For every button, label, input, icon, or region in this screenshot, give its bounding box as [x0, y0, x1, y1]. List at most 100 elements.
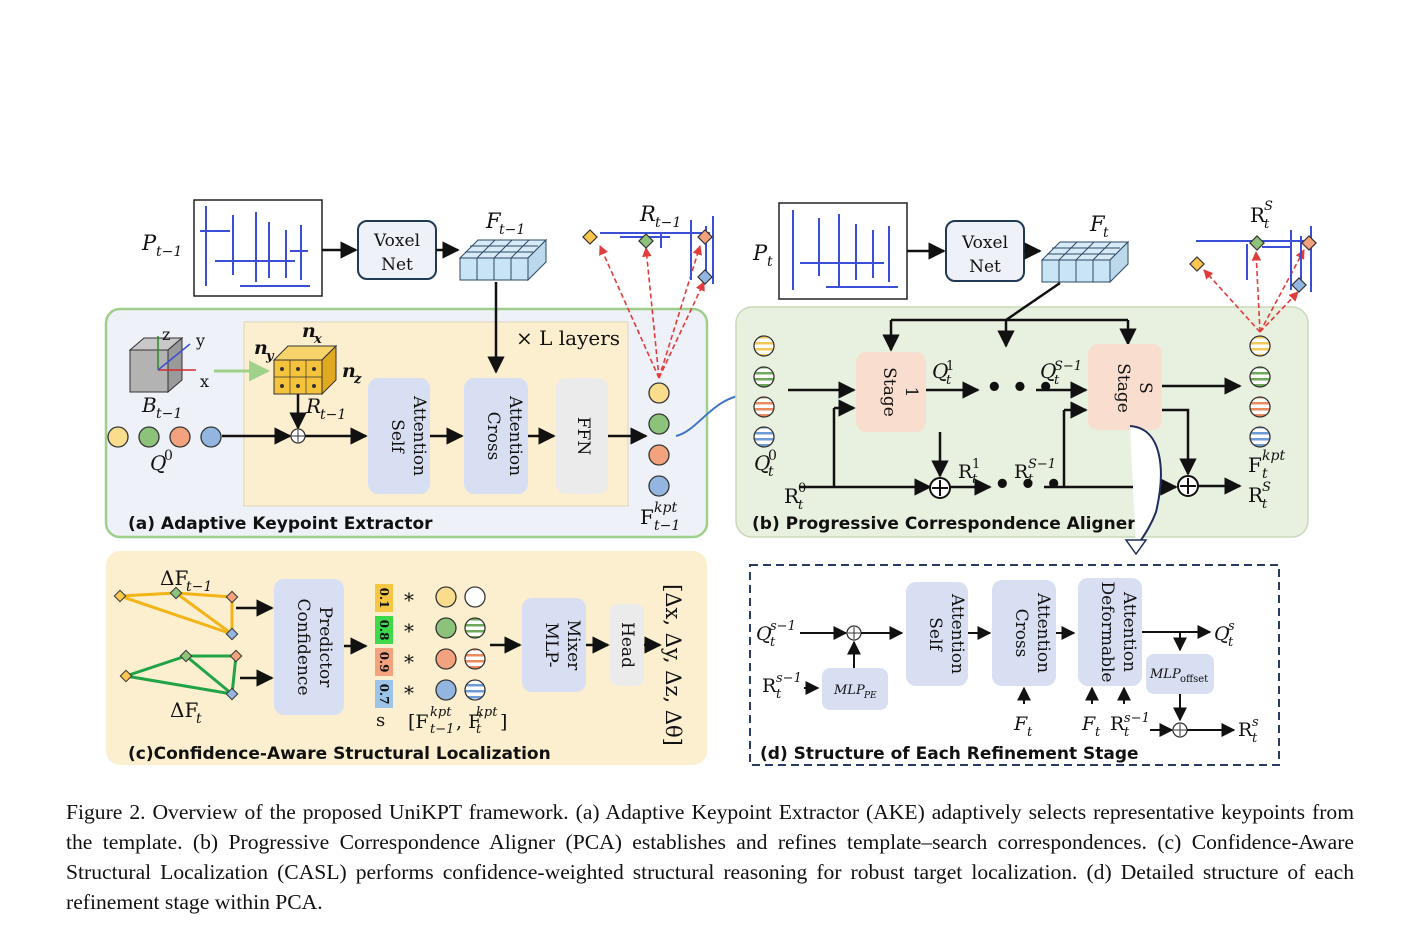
svg-text:t: t [946, 373, 952, 388]
svg-text:t−1: t−1 [430, 722, 454, 737]
predictor-label: Predictor [315, 607, 335, 689]
confidence-1: 0.8 [377, 620, 391, 641]
svg-text:kpt: kpt [476, 705, 498, 720]
svg-text:MLP: MLP [1149, 667, 1181, 682]
keypoint-features-current [1249, 335, 1271, 448]
svg-text:B: B [141, 393, 157, 417]
confidence-2: 0.9 [377, 652, 391, 673]
svg-text:y: y [265, 349, 275, 364]
mlp-pe-block [822, 668, 888, 710]
n-y-label: n [254, 337, 268, 359]
point-cloud-frame-current [778, 202, 908, 300]
svg-text:S−1: S−1 [1028, 457, 1056, 472]
svg-text:R: R [784, 484, 800, 508]
confidence-0: 0.1 [377, 588, 391, 609]
self-attention-block-a [368, 378, 430, 494]
panel-b: (b) Progressive Correspondence Aligner P… [735, 199, 1317, 538]
svg-text:Q: Q [932, 359, 948, 383]
svg-text:t−1: t−1 [654, 518, 680, 534]
stage-1-number: 1 [901, 387, 921, 398]
svg-text:PE: PE [863, 691, 877, 701]
svg-text:P: P [141, 231, 157, 255]
mixer-label: Mixer [563, 620, 583, 671]
svg-text:t−1: t−1 [156, 406, 182, 422]
confidence-scores: 0.1 0.8 0.9 0.7 [375, 584, 393, 708]
confidence-predictor-block [274, 579, 344, 715]
svg-text:t: t [196, 711, 202, 727]
panel-d-title: (d) Structure of Each Refinement Stage [760, 744, 1139, 764]
layers-label: × L layers [516, 326, 620, 350]
panel-d: (d) Structure of Each Refinement Stage Q… [749, 564, 1280, 766]
svg-text:z: z [353, 372, 362, 387]
svg-text:t: t [972, 472, 978, 487]
svg-text:kpt: kpt [654, 500, 677, 516]
mlp-mixer-block [522, 598, 586, 692]
svg-text:t: t [1028, 472, 1034, 487]
svg-text:t: t [768, 464, 774, 480]
svg-text:Q: Q [1214, 623, 1230, 645]
axis-x: x [200, 372, 209, 391]
svg-text:t: t [767, 254, 773, 270]
deformable-attention-block [1078, 578, 1142, 686]
times-1: * [404, 619, 414, 643]
confidence-label: Confidence [293, 598, 313, 695]
svg-text:F: F [1013, 713, 1028, 735]
svg-text:R: R [958, 461, 973, 483]
svg-text:F: F [1089, 212, 1106, 236]
paired-features [435, 586, 486, 701]
svg-text:R: R [1250, 203, 1266, 227]
cross-attention-label-d: Attention [1033, 592, 1053, 673]
svg-text:ΔF: ΔF [160, 566, 188, 590]
mlp-label: MLP- [541, 623, 561, 668]
svg-text:0: 0 [798, 481, 806, 496]
svg-text:t−1: t−1 [655, 215, 681, 231]
attention-label-a: Attention [409, 395, 429, 476]
svg-text:t: t [1264, 217, 1270, 232]
stage-s-label: Stage [1113, 363, 1133, 413]
self-attention-block-d [906, 582, 968, 686]
n-x-label: n [302, 320, 316, 342]
svg-text:S: S [1264, 199, 1273, 214]
svg-text:kpt: kpt [1262, 448, 1285, 464]
svg-text:t: t [1262, 497, 1268, 512]
svg-text:[F: [F [408, 711, 429, 733]
svg-text:MLP: MLP [833, 683, 865, 698]
svg-text:t: t [1228, 635, 1234, 650]
self-label-a: Self [387, 419, 407, 454]
svg-text:]: ] [500, 711, 507, 733]
ffn-block [556, 378, 608, 494]
figure-caption: Figure 2. Overview of the proposed UniKP… [66, 800, 1354, 914]
query-circles [107, 426, 222, 448]
keypoint-cube-icon [272, 344, 338, 396]
svg-text:t: t [1095, 725, 1101, 740]
svg-text:offset: offset [1180, 674, 1208, 685]
svg-text:t: t [1124, 725, 1130, 740]
point-cloud-keypoints-current [1196, 226, 1312, 292]
stage-1-label: Stage [879, 367, 899, 417]
svg-text:t: t [770, 635, 776, 650]
n-z-label: n [342, 360, 356, 382]
deformable-attention-label: Attention [1119, 591, 1139, 672]
svg-text:t−1: t−1 [320, 407, 346, 423]
panel-b-title: (b) Progressive Correspondence Aligner [752, 514, 1136, 534]
svg-text:• • •: • • • [986, 373, 1054, 403]
svg-text:s: s [1252, 715, 1259, 730]
axis-y: y [195, 331, 205, 350]
feature-grid-current [1040, 240, 1130, 284]
stage-s-number: S [1135, 382, 1155, 394]
svg-text:F: F [485, 209, 502, 233]
svg-text:t: t [476, 722, 482, 737]
net-label-b: Net [969, 257, 1001, 277]
deformable-label: Deformable [1097, 582, 1117, 683]
svg-text:t: t [776, 687, 782, 702]
bounding-box-icon [128, 336, 196, 394]
svg-text:t: t [1103, 225, 1109, 241]
svg-text:t: t [1054, 373, 1060, 388]
svg-text:t: t [1027, 725, 1033, 740]
svg-text:R: R [1248, 483, 1264, 507]
svg-text:s−1: s−1 [1124, 711, 1150, 726]
svg-text:, F: , F [456, 711, 481, 733]
panel-c: (c)Confidence-Aware Structural Localizat… [106, 551, 707, 765]
output-delta: [Δx, Δy, Δz, Δθ] [661, 584, 685, 746]
times-0: * [404, 588, 414, 612]
